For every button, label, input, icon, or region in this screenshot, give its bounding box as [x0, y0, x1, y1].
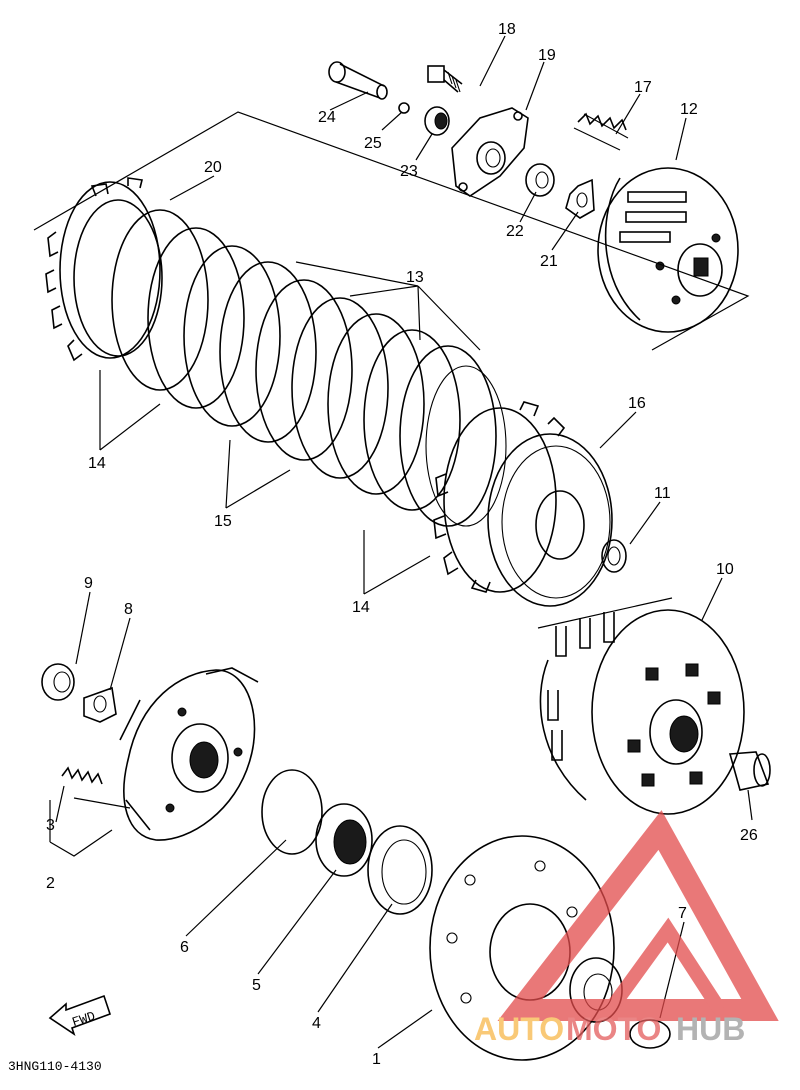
callout-14-upper: 14: [88, 455, 106, 472]
callout-3: 3: [46, 817, 55, 834]
part-5-bearing: [315, 803, 373, 877]
callout-1: 1: [372, 1051, 381, 1068]
callout-25: 25: [364, 135, 382, 152]
callout-10: 10: [716, 561, 734, 578]
part-11-circlip: [601, 539, 627, 573]
callout-12: 12: [680, 101, 698, 118]
part-8-washer: [83, 686, 117, 723]
callout-14-lower: 14: [352, 599, 370, 616]
part-1-drum: [429, 835, 623, 1061]
fwd-arrow-icon: FWD: [48, 994, 112, 1036]
svg-text:HUB: HUB: [676, 1011, 745, 1047]
part-10-clutch-housing: [537, 597, 745, 815]
part-19-plate: [451, 107, 529, 197]
callout-7: 7: [678, 905, 687, 922]
callout-5: 5: [252, 977, 261, 994]
callout-15: 15: [214, 513, 232, 530]
callout-2: 2: [46, 875, 55, 892]
part-2-carrier: [119, 667, 259, 841]
callout-21: 21: [540, 253, 558, 270]
callout-13: 13: [406, 269, 424, 286]
callout-labels: 18 19 17 12 24 25 23 20 22 21 13 14 15 1…: [46, 21, 758, 1068]
part-20-friction-plate: [45, 177, 163, 362]
callout-16: 16: [628, 395, 646, 412]
watermark-logo: AUTO MOTO HUB: [474, 810, 779, 1047]
callout-18: 18: [498, 21, 516, 38]
drawing-code: 3HNG110-4130: [8, 1059, 102, 1074]
part-6-ring: [261, 769, 323, 855]
clutch-plate-stack: [111, 209, 507, 527]
fwd-label: FWD: [70, 1009, 97, 1031]
part-25-ball: [398, 102, 410, 114]
part-16-plate: [487, 433, 613, 607]
part-12-pressure-plate: [597, 167, 739, 333]
callout-26: 26: [740, 827, 758, 844]
part-22-nut: [525, 163, 555, 197]
callout-8: 8: [124, 601, 133, 618]
leader-lines: [49, 35, 753, 1049]
callout-17: 17: [634, 79, 652, 96]
callout-22: 22: [506, 223, 524, 240]
svg-text:AUTO: AUTO: [474, 1011, 564, 1047]
callout-11: 11: [654, 485, 671, 502]
part-24-bolt: [328, 61, 388, 100]
callout-24: 24: [318, 109, 336, 126]
callout-6: 6: [180, 939, 189, 956]
part-26-collar: [728, 751, 771, 791]
part-23-bearing: [424, 106, 450, 136]
callout-9: 9: [84, 575, 93, 592]
callout-4: 4: [312, 1015, 321, 1032]
part-9-nut: [41, 663, 75, 701]
svg-text:MOTO: MOTO: [566, 1011, 661, 1047]
part-3-spring: [61, 766, 103, 785]
plate-stack-bracket: [33, 111, 750, 351]
part-4-one-way-clutch: [367, 825, 433, 915]
part-18-bolt: [427, 65, 463, 93]
part-17-spring: [573, 112, 629, 151]
callout-19: 19: [538, 47, 556, 64]
part-21-washer: [565, 178, 595, 219]
callout-20: 20: [204, 159, 222, 176]
part-14-friction-plate-lower: [433, 401, 566, 593]
callout-23: 23: [400, 163, 418, 180]
